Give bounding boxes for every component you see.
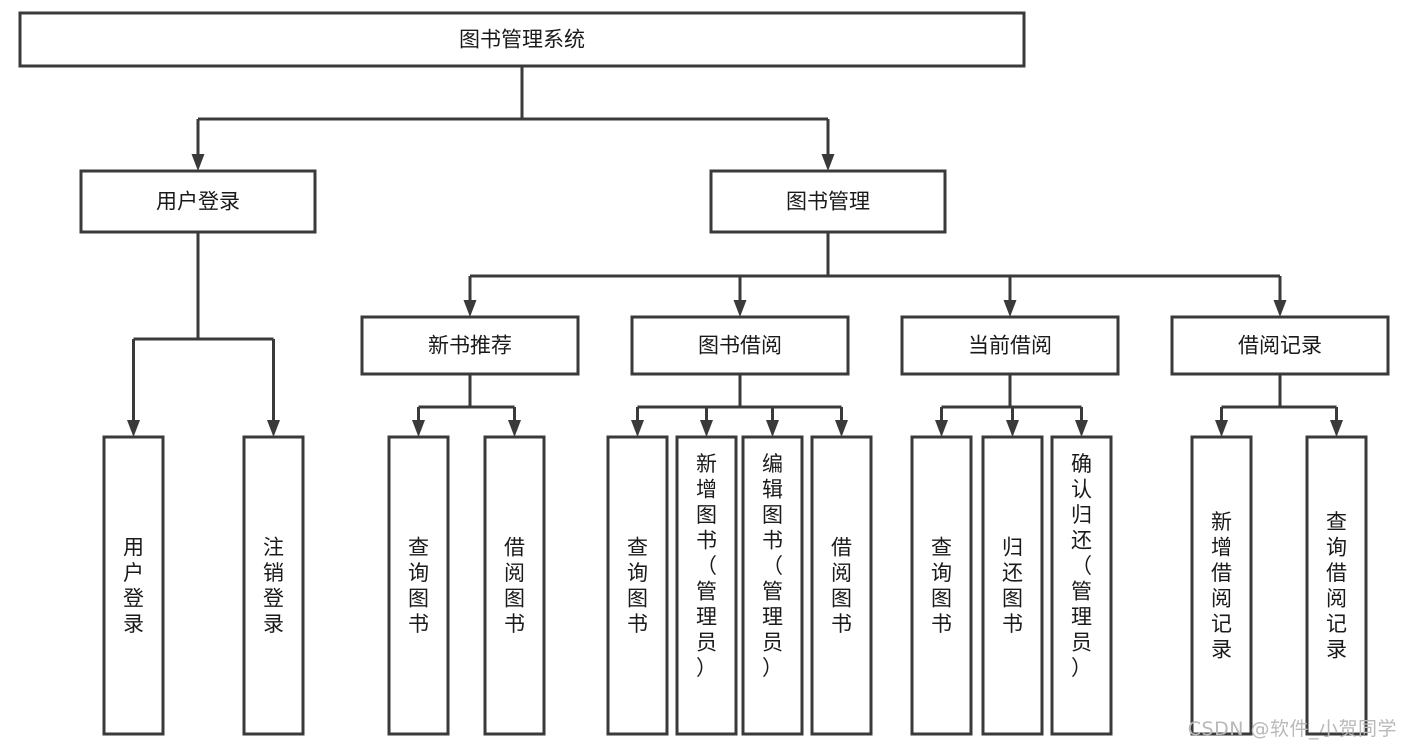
node-label-leaf-borrow-book-2: 借阅图书	[831, 535, 852, 636]
node-leaf-query-book-1[interactable]: 查询图书	[387, 435, 450, 736]
node-label-leaf-confirm-return: 确认归还（管理员）	[1071, 452, 1092, 680]
arrow-head-book-borrow-1	[700, 420, 713, 437]
node-label-root: 图书管理系统	[459, 28, 585, 52]
arrow-head-borrow-record-0	[1215, 420, 1228, 437]
node-box-leaf-query-book-1	[387, 435, 450, 736]
node-leaf-edit-book[interactable]: 编辑图书（管理员）	[741, 435, 804, 736]
node-leaf-add-book[interactable]: 新增图书（管理员）	[675, 435, 738, 736]
arrow-head-current-borrow-2	[1075, 420, 1088, 437]
node-box-leaf-query-book-3	[910, 435, 973, 736]
arrow-head-book-manage-2	[1003, 300, 1017, 317]
arrow-head-book-borrow-2	[766, 420, 779, 437]
node-leaf-return-book[interactable]: 归还图书	[981, 435, 1044, 736]
node-label-leaf-query-book-2: 查询图书	[627, 535, 648, 636]
node-label-leaf-return-book: 归还图书	[1002, 535, 1023, 636]
node-book-manage[interactable]: 图书管理	[709, 169, 947, 234]
arrow-head-root-0	[191, 154, 205, 171]
node-label-borrow-record: 借阅记录	[1238, 334, 1322, 358]
node-box-book-manage	[709, 169, 947, 234]
node-leaf-user-login[interactable]: 用户登录	[102, 435, 165, 736]
csdn-watermark: CSDN @软件_小贺同学	[1187, 718, 1397, 740]
node-label-leaf-query-record: 查询借阅记录	[1326, 510, 1347, 662]
nodes-layer: 图书管理系统用户登录图书管理新书推荐图书借阅当前借阅借阅记录用户登录注销登录查询…	[18, 11, 1390, 736]
node-label-leaf-edit-book: 编辑图书（管理员）	[762, 452, 783, 680]
arrow-head-new-book-rec-0	[412, 420, 425, 437]
arrow-head-borrow-record-1	[1330, 420, 1343, 437]
arrow-head-user-login-0	[127, 420, 140, 437]
arrow-head-book-manage-1	[733, 300, 747, 317]
node-box-leaf-query-record	[1305, 435, 1368, 736]
node-box-leaf-borrow-book-1	[483, 435, 546, 736]
node-label-leaf-query-book-1: 查询图书	[408, 535, 429, 636]
node-leaf-query-book-2[interactable]: 查询图书	[606, 435, 669, 736]
node-leaf-confirm-return[interactable]: 确认归还（管理员）	[1050, 435, 1113, 736]
node-leaf-user-logout[interactable]: 注销登录	[242, 435, 305, 736]
node-new-book-rec[interactable]: 新书推荐	[360, 315, 580, 376]
arrow-head-book-manage-3	[1273, 300, 1287, 317]
node-box-leaf-user-login	[102, 435, 165, 736]
node-book-borrow[interactable]: 图书借阅	[630, 315, 850, 376]
node-leaf-borrow-book-1[interactable]: 借阅图书	[483, 435, 546, 736]
node-box-leaf-add-book	[675, 435, 738, 736]
node-user-login[interactable]: 用户登录	[79, 169, 317, 234]
node-leaf-add-record[interactable]: 新增借阅记录	[1190, 435, 1253, 736]
node-leaf-query-record[interactable]: 查询借阅记录	[1305, 435, 1368, 736]
node-box-leaf-user-logout	[242, 435, 305, 736]
node-label-book-borrow: 图书借阅	[698, 334, 782, 358]
node-box-root	[18, 11, 1026, 68]
arrow-head-book-borrow-0	[631, 420, 644, 437]
node-label-leaf-query-book-3: 查询图书	[931, 535, 952, 636]
node-label-current-borrow: 当前借阅	[968, 334, 1052, 358]
node-box-leaf-query-book-2	[606, 435, 669, 736]
arrow-head-new-book-rec-1	[508, 420, 521, 437]
node-label-new-book-rec: 新书推荐	[428, 334, 512, 358]
node-box-leaf-borrow-book-2	[810, 435, 873, 736]
arrow-head-user-login-1	[267, 420, 280, 437]
arrow-head-root-1	[821, 154, 835, 171]
connectors-layer	[127, 66, 1343, 437]
arrow-head-book-borrow-3	[835, 420, 848, 437]
node-box-leaf-add-record	[1190, 435, 1253, 736]
node-label-leaf-user-logout: 注销登录	[263, 535, 284, 636]
node-label-user-login: 用户登录	[156, 190, 240, 214]
node-current-borrow[interactable]: 当前借阅	[900, 315, 1120, 376]
arrow-head-book-manage-0	[463, 300, 477, 317]
node-box-borrow-record	[1170, 315, 1390, 376]
node-label-leaf-add-record: 新增借阅记录	[1211, 510, 1232, 662]
node-label-leaf-user-login: 用户登录	[123, 535, 144, 636]
node-box-current-borrow	[900, 315, 1120, 376]
node-label-leaf-borrow-book-1: 借阅图书	[504, 535, 525, 636]
node-box-book-borrow	[630, 315, 850, 376]
node-box-new-book-rec	[360, 315, 580, 376]
node-borrow-record[interactable]: 借阅记录	[1170, 315, 1390, 376]
node-leaf-borrow-book-2[interactable]: 借阅图书	[810, 435, 873, 736]
node-label-leaf-add-book: 新增图书（管理员）	[696, 452, 717, 680]
node-root[interactable]: 图书管理系统	[18, 11, 1026, 68]
node-box-leaf-confirm-return	[1050, 435, 1113, 736]
node-leaf-query-book-3[interactable]: 查询图书	[910, 435, 973, 736]
node-box-leaf-edit-book	[741, 435, 804, 736]
arrow-head-current-borrow-1	[1006, 420, 1019, 437]
node-label-book-manage: 图书管理	[786, 190, 870, 214]
node-box-user-login	[79, 169, 317, 234]
node-box-leaf-return-book	[981, 435, 1044, 736]
arrow-head-current-borrow-0	[935, 420, 948, 437]
